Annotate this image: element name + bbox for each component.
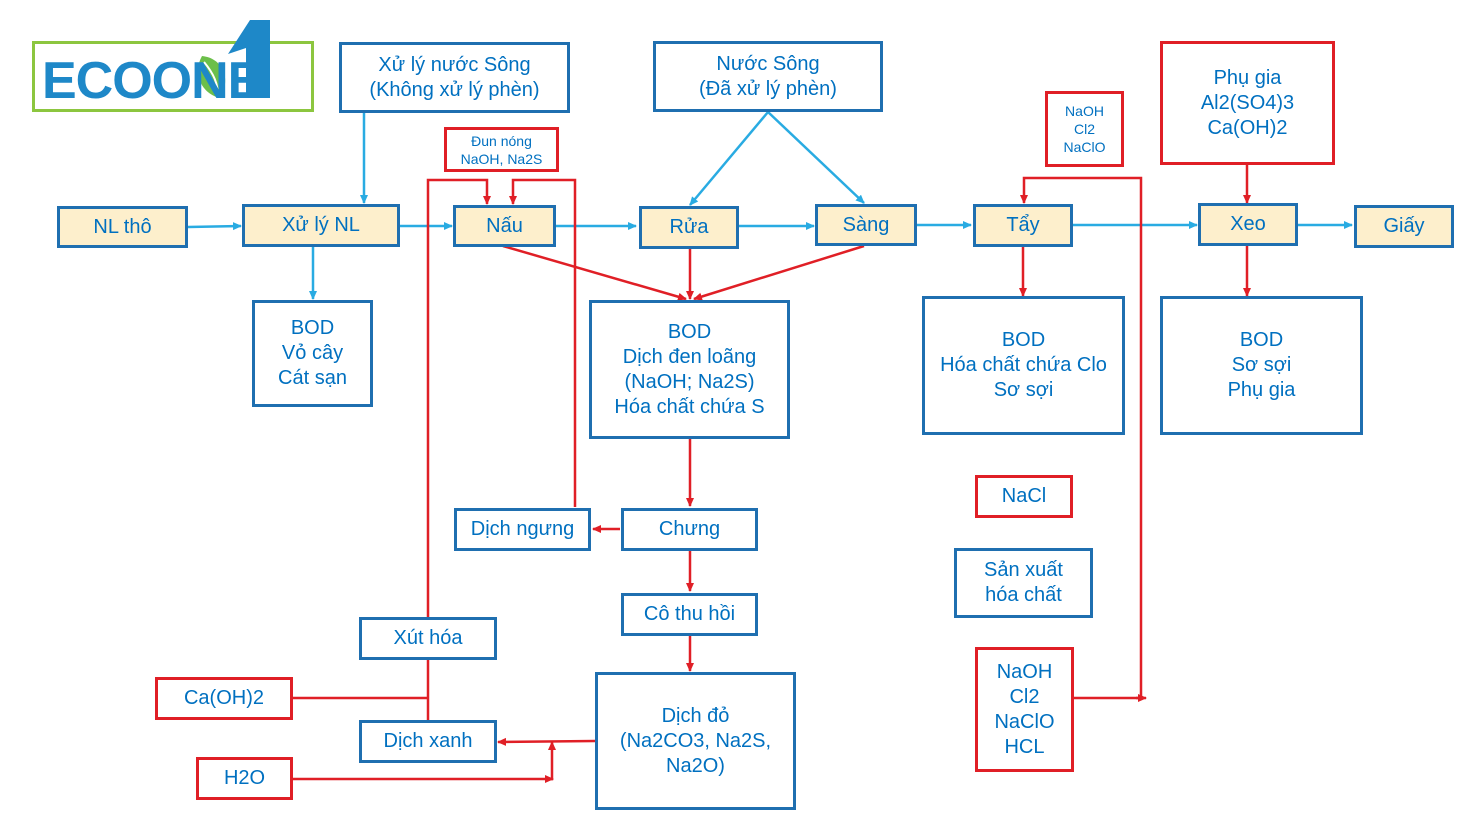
additives-line-3: Ca(OH)2 [1207,116,1288,139]
box-san-xuat: Sản xuất hóa chất [954,548,1093,618]
box-xeo: Xeo [1198,203,1298,246]
arrow-river-sang [767,111,865,204]
box-nacl: NaCl [975,475,1073,518]
box-dich-do: Dịch đỏ (Na2CO3, Na2S, Na2O) [595,672,796,810]
black-liquor-line-2: Dịch đen loãng [622,345,757,368]
nau-label: Nấu [486,214,523,237]
rua-label: Rửa [669,216,709,238]
chem-products-line-1: NaOH [996,660,1053,683]
xu-ly-nl-label: Xử lý NL [282,214,360,236]
box-sang: Sàng [815,204,917,246]
box-caoh2: Ca(OH)2 [155,677,293,720]
box-paper-waste: BOD Sơ sợi Phụ gia [1160,296,1363,435]
prep-waste-line-2: Vỏ cây [281,342,344,364]
dich-xanh-label: Dịch xanh [383,730,473,752]
box-nau: Nấu [453,205,556,247]
box-giay: Giấy [1354,205,1454,248]
logo-leaf-icon [198,20,270,98]
paper-waste-line-2: Sơ sợi [1231,354,1292,376]
arrow-river-rua [689,111,769,206]
prep-waste-line-1: BOD [290,317,335,339]
nl-tho-label: NL thô [93,215,152,238]
box-chung: Chưng [621,508,758,551]
cooking-chem-line-1: Đun nóng [471,132,532,149]
cooking-chem-line-2: NaOH, Na2S [460,150,543,167]
dich-do-line-1: Dịch đỏ [661,704,730,727]
bleach-waste-line-2: Hóa chất chứa Clo [940,354,1107,376]
river-untreated-line-1: Xử lý nước Sông [378,53,531,76]
ecoone-logo: ECOONE [32,18,314,112]
dich-do-line-3: Na2O) [666,754,725,777]
box-tay: Tẩy [973,204,1073,247]
bleach-waste-line-3: Sơ sợi [993,379,1054,401]
box-rua: Rửa [639,206,739,249]
tay-label: Tẩy [1006,214,1040,236]
co-thu-hoi-label: Cô thu hồi [643,603,736,625]
dich-do-line-2: (Na2CO3, Na2S, [619,729,772,752]
prep-waste-line-3: Cát sạn [278,367,347,389]
black-liquor-line-3: (NaOH; Na2S) [624,370,755,393]
box-chem-products: NaOH Cl2 NaClO HCL [975,647,1074,772]
nacl-label: NaCl [1001,485,1047,507]
river-treated-line-1: Nước Sông [716,52,820,75]
arrow-nlt-xuly [187,222,242,231]
box-dich-ngung: Dịch ngưng [454,508,591,551]
box-black-liquor: BOD Dịch đen loãng (NaOH; Na2S) Hóa chất… [589,300,790,439]
arrow-chem-tay [1020,176,1143,700]
arrow-nau-bod [502,244,687,301]
box-xu-ly-nl: Xử lý NL [242,204,400,247]
chung-label: Chưng [658,518,721,540]
box-additives: Phụ gia Al2(SO4)3 Ca(OH)2 [1160,41,1335,165]
box-river-untreated: Xử lý nước Sông (Không xử lý phèn) [339,42,570,113]
paper-waste-line-3: Phụ gia [1227,379,1296,401]
bleach-chem-line-2: Cl2 [1073,121,1095,137]
box-river-treated: Nước Sông (Đã xử lý phèn) [653,41,883,112]
xeo-label: Xeo [1230,213,1266,235]
river-untreated-line-2: (Không xử lý phèn) [369,78,540,101]
box-bleach-chem: NaOH Cl2 NaClO [1045,91,1124,167]
giay-label: Giấy [1383,215,1425,237]
arrow-do-xanh [497,737,596,746]
additives-line-1: Phụ gia [1213,66,1282,89]
chem-products-line-2: Cl2 [1009,685,1040,708]
bleach-waste-line-1: BOD [1001,329,1046,351]
sang-label: Sàng [842,213,890,236]
h2o-label: H2O [223,767,266,789]
caoh2-label: Ca(OH)2 [183,687,264,709]
box-nl-tho: NL thô [57,206,188,248]
bleach-chem-line-1: NaOH [1065,103,1104,119]
box-co-thu-hoi: Cô thu hồi [621,593,758,636]
river-treated-line-2: (Đã xử lý phèn) [699,77,837,100]
box-prep-waste: BOD Vỏ cây Cát sạn [252,300,373,407]
additives-line-2: Al2(SO4)3 [1200,91,1295,114]
xut-hoa-label: Xút hóa [393,627,463,649]
black-liquor-line-1: BOD [667,320,712,343]
san-xuat-line-1: Sản xuất [984,559,1063,581]
paper-waste-line-1: BOD [1239,329,1284,351]
arrow-sang-bod [693,244,865,301]
box-xut-hoa: Xút hóa [359,617,497,660]
bleach-chem-line-3: NaClO [1063,139,1106,155]
arrow-cook-recycle-1 [426,178,491,617]
box-cooking-chem: Đun nóng NaOH, Na2S [444,127,559,172]
box-bleach-waste: BOD Hóa chất chứa Clo Sơ sợi [922,296,1125,435]
dich-ngung-label: Dịch ngưng [470,518,575,540]
box-h2o: H2O [196,757,293,800]
black-liquor-line-4: Hóa chất chứa S [614,395,765,418]
arrow-cook-recycle-2 [509,178,577,507]
san-xuat-line-2: hóa chất [985,584,1062,606]
logo-text: ECOONE [42,52,262,110]
box-dich-xanh: Dịch xanh [359,720,497,763]
chem-products-line-4: HCL [1004,735,1045,758]
chem-products-line-3: NaClO [994,710,1055,733]
